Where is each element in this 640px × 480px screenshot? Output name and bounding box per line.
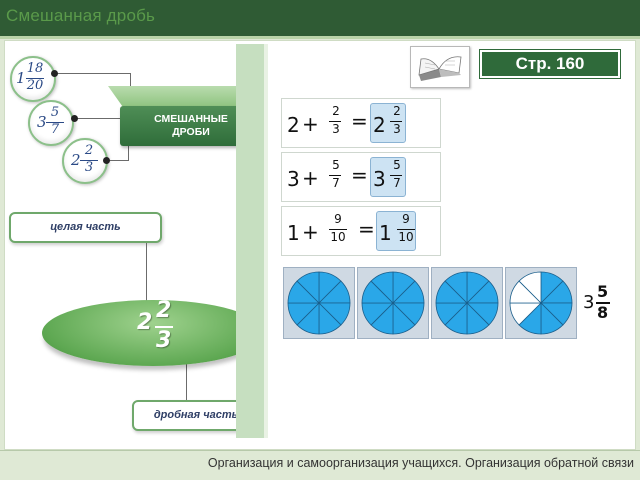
equation-row-3: 1 + 9 10 = 1 9 10 (281, 206, 441, 256)
connector-line-2 (74, 118, 122, 119)
page-title: Смешанная дробь (6, 6, 156, 25)
equation-row-1: 2 + 2 3 = 2 2 3 (281, 98, 441, 148)
footer-text: Организация и самоорганизация учащихся. … (207, 456, 634, 470)
pie-slice (444, 271, 468, 304)
pie-slice (518, 271, 542, 304)
pie-result-whole: 3 (583, 292, 595, 313)
pie-slice (370, 271, 394, 304)
mixed-fractions-label-line1: СМЕШАННЫЕ (154, 113, 228, 125)
whole-part-label: целая часть (9, 212, 162, 243)
side-panel (236, 44, 268, 438)
mixed-fractions-label-line2: ДРОБИ (172, 126, 210, 138)
equation-row-2: 3 + 5 7 = 3 5 7 (281, 152, 441, 202)
pie-result-denominator: 8 (597, 303, 609, 322)
whole-part-connector (146, 243, 147, 311)
mixed-fractions-label-wedge (108, 86, 238, 108)
pie-tile-4 (505, 267, 577, 339)
disk-fraction-bar (155, 326, 173, 328)
connector-line-3v (128, 146, 129, 161)
footer-bar: Организация и самоорганизация учащихся. … (0, 450, 640, 480)
answer-box-1 (370, 103, 406, 143)
disk-whole: 2 (137, 310, 153, 335)
answer-box-2 (370, 157, 406, 197)
connector-dot-3 (103, 157, 110, 164)
connector-line-3 (106, 160, 128, 161)
fraction-part-connector (186, 350, 187, 400)
connector-line-1 (54, 73, 130, 74)
answer-box-3 (376, 211, 416, 251)
mixed-number-circle-1 (10, 56, 56, 102)
page-number-badge: Стр. 160 (479, 49, 621, 79)
connector-dot-2 (71, 115, 78, 122)
pie-result-numerator: 5 (597, 282, 609, 301)
pie-slice (296, 271, 320, 304)
pie-result-bar (596, 302, 610, 304)
mixed-number-circle-2 (28, 100, 74, 146)
header-bar: Смешанная дробь (0, 0, 640, 36)
pie-tile-3 (431, 267, 503, 339)
mixed-number-disk (42, 300, 264, 366)
disk-numerator: 2 (156, 298, 172, 323)
header-divider (0, 36, 640, 39)
book-icon (410, 46, 470, 88)
connector-dot-1 (51, 70, 58, 77)
disk-denominator: 3 (156, 328, 172, 353)
pie-tile-2 (357, 267, 429, 339)
pie-tile-1 (283, 267, 355, 339)
